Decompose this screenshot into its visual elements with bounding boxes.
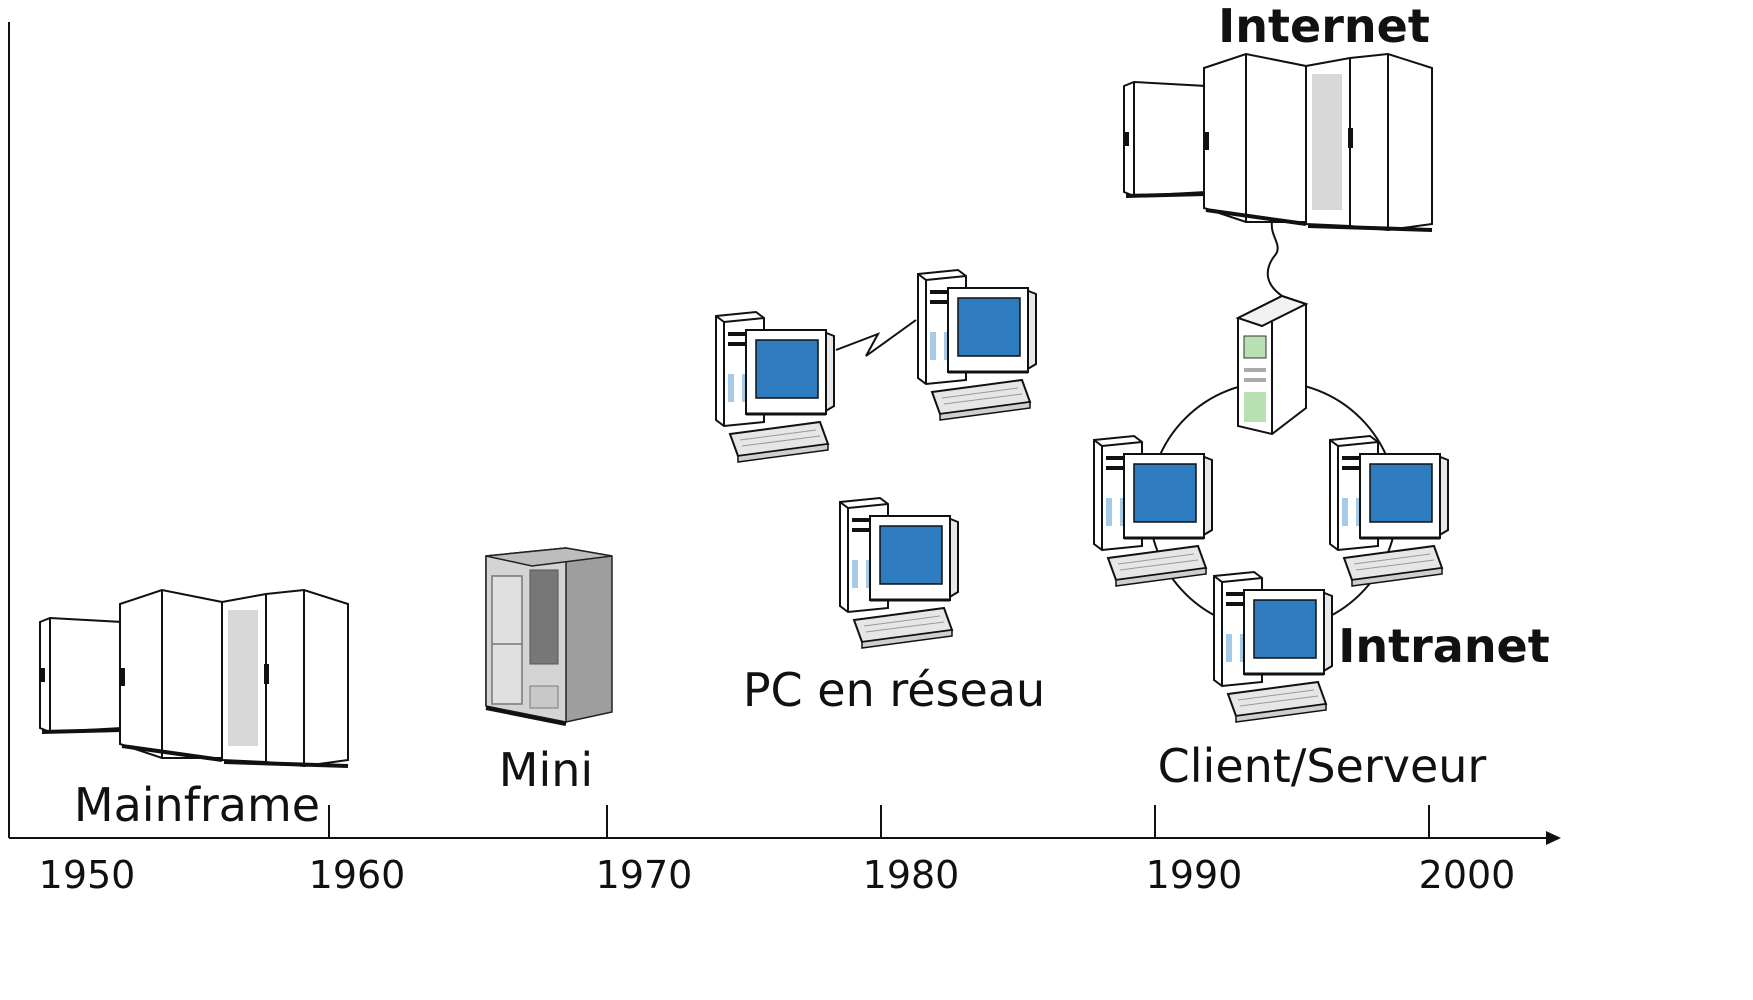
internet-label: Internet	[1218, 0, 1430, 53]
client-serveur-label: Client/Serveur	[1158, 739, 1487, 793]
year-label-1980: 1980	[863, 853, 960, 897]
year-label-1970: 1970	[596, 853, 693, 897]
network-cable-icon	[1266, 221, 1283, 297]
mini-label: Mini	[499, 743, 593, 797]
mainframe-icon	[1122, 52, 1434, 232]
pc-icon	[1212, 570, 1334, 724]
mainframe-label: Mainframe	[74, 778, 320, 832]
pc-icon	[916, 268, 1038, 422]
server-tower-icon	[1235, 294, 1309, 436]
mainframe-icon	[38, 588, 350, 768]
network-cable-icon	[835, 319, 917, 357]
x-axis-arrow	[1546, 831, 1561, 845]
year-label-1960: 1960	[309, 853, 406, 897]
year-label-1990: 1990	[1146, 853, 1243, 897]
pc-icon	[838, 496, 960, 650]
pc-icon	[1092, 434, 1214, 588]
pc-icon	[1328, 434, 1450, 588]
year-label-2000: 2000	[1419, 853, 1516, 897]
minicomputer-icon	[485, 547, 613, 726]
pc-icon	[714, 310, 836, 464]
year-label-1950: 1950	[39, 853, 136, 897]
intranet-label: Intranet	[1338, 619, 1550, 673]
pc-en-reseau-label: PC en réseau	[743, 663, 1045, 717]
